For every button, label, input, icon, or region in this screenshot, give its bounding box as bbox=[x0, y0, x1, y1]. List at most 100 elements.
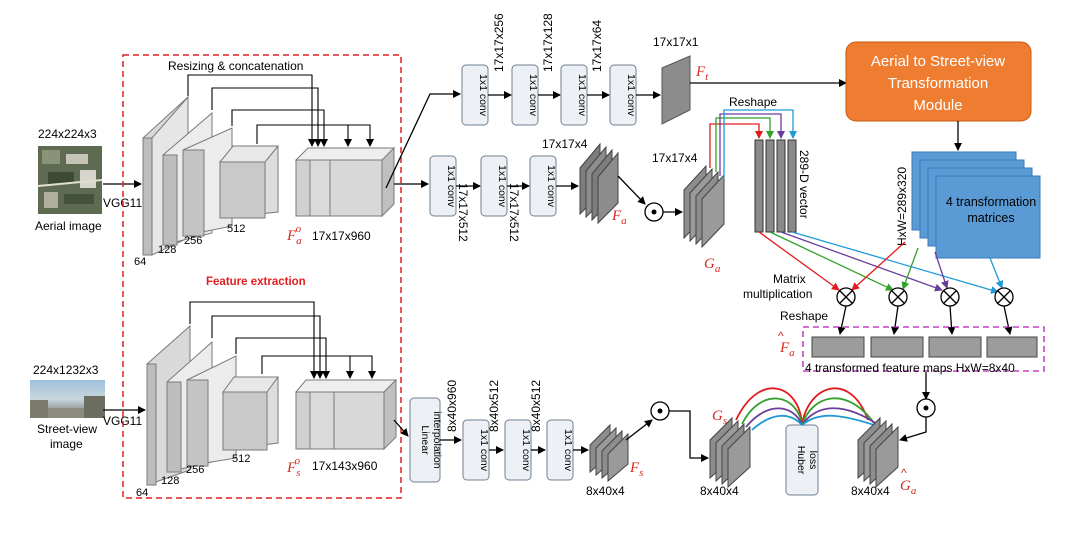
svg-text:1x1 conv: 1x1 conv bbox=[625, 74, 637, 117]
ga-hat-accent: ^ bbox=[901, 466, 907, 480]
mid-conv-2: 1x1 conv bbox=[480, 155, 508, 217]
top-output-size: 17x17x1 bbox=[653, 35, 699, 49]
multiply-icon-1 bbox=[836, 287, 856, 307]
fs-output-size: 8x40x4 bbox=[586, 484, 625, 498]
svg-text:1x1 conv: 1x1 conv bbox=[545, 165, 557, 208]
mid-size-2: 17x17x512 bbox=[507, 183, 521, 242]
ga-size: 17x17x4 bbox=[652, 151, 698, 165]
ga-stack bbox=[683, 164, 725, 249]
fa-hat-accent: ^ bbox=[778, 329, 784, 343]
street-concat-volume bbox=[294, 378, 398, 451]
dot-product-icon-bottom bbox=[650, 401, 670, 421]
vector-label: 289-D vector bbox=[797, 150, 811, 219]
aerial-image-thumbnail bbox=[37, 146, 103, 214]
matrix-mult-label-1: Matrix bbox=[773, 272, 806, 286]
aerial-concat-volume bbox=[294, 146, 396, 218]
svg-text:1x1 conv: 1x1 conv bbox=[576, 74, 588, 117]
reshape-lines bbox=[709, 109, 797, 178]
gs-stack bbox=[709, 416, 751, 489]
mid-reshape-label: Reshape bbox=[729, 95, 777, 109]
bottom-size-3: 8x40x512 bbox=[529, 380, 543, 432]
multiply-icon-2 bbox=[888, 287, 908, 307]
aerial-ch-64: 64 bbox=[134, 256, 146, 268]
svg-text:1x1 conv: 1x1 conv bbox=[562, 429, 574, 472]
aerial-ch-512: 512 bbox=[227, 223, 245, 235]
matrices-label-2: matrices bbox=[967, 211, 1014, 225]
street-ch-64: 64 bbox=[136, 487, 148, 499]
fa-symbol: Fa bbox=[611, 208, 627, 227]
svg-text:Transformation: Transformation bbox=[888, 75, 988, 92]
ga-hat-symbol: Ga bbox=[900, 478, 917, 497]
feature-extraction-title: Feature extraction bbox=[206, 276, 306, 288]
linear-interpolation-box: Linear interpolation bbox=[409, 397, 443, 483]
hw-289x320: HxW=289x320 bbox=[895, 167, 909, 246]
street-feature-symbol: Fso bbox=[286, 455, 300, 479]
street-skip-connections bbox=[189, 301, 376, 379]
ft-symbol: Ft bbox=[695, 64, 709, 83]
svg-text:Aerial to Street-view: Aerial to Street-view bbox=[871, 53, 1005, 70]
street-vgg-blocks bbox=[146, 324, 279, 486]
fs-stack bbox=[589, 423, 629, 483]
transformed-maps-label: 4 transformed feature maps HxW=8x40 bbox=[805, 361, 1015, 375]
svg-text:1x1 conv: 1x1 conv bbox=[496, 165, 508, 208]
huber-loss-box: Huber loss bbox=[785, 424, 819, 496]
bottom-size-2: 8x40x512 bbox=[487, 380, 501, 432]
street-feature-size: 17x143x960 bbox=[312, 459, 378, 473]
ga-symbol: Ga bbox=[704, 256, 721, 275]
ga-hat-stack bbox=[857, 416, 899, 489]
aerial-vgg-blocks bbox=[142, 95, 280, 256]
multiply-icon-3 bbox=[940, 287, 960, 307]
feature-extraction-frame bbox=[122, 54, 402, 499]
top-size-1: 17x17x256 bbox=[492, 13, 506, 72]
aerial-ch-256: 256 bbox=[184, 235, 202, 247]
matrices-label-1: 4 transformation bbox=[946, 195, 1036, 209]
mult-down-arrows bbox=[837, 305, 1013, 335]
ft-map bbox=[661, 55, 691, 125]
aerial-image-label: Aerial image bbox=[35, 219, 102, 233]
reshape-label-2: Reshape bbox=[780, 309, 828, 323]
mid-output-size: 17x17x4 bbox=[542, 137, 588, 151]
svg-text:1x1 conv: 1x1 conv bbox=[527, 74, 539, 117]
mid-conv-1: 1x1 conv bbox=[429, 155, 457, 217]
top-conv-1: 1x1 conv bbox=[461, 64, 489, 126]
transformation-matrices bbox=[911, 151, 1041, 259]
dot-product-icon-right bbox=[916, 398, 936, 418]
fa-hat-symbol: Fa bbox=[779, 340, 795, 359]
fa-stack bbox=[579, 142, 619, 225]
ga-hat-size: 8x40x4 bbox=[851, 484, 890, 498]
street-ch-256: 256 bbox=[186, 464, 204, 476]
multiply-icon-4 bbox=[994, 287, 1014, 307]
svg-text:1x1 conv: 1x1 conv bbox=[478, 429, 490, 472]
bottom-conv-2: 1x1 conv bbox=[504, 419, 532, 481]
mid-conv-3: 1x1 conv bbox=[529, 155, 557, 217]
fs-symbol: Fs bbox=[629, 460, 643, 479]
street-input-size: 224x1232x3 bbox=[33, 363, 99, 377]
street-ch-512: 512 bbox=[232, 453, 250, 465]
top-size-3: 17x17x64 bbox=[590, 20, 604, 72]
top-size-2: 17x17x128 bbox=[541, 13, 555, 72]
svg-text:1x1 conv: 1x1 conv bbox=[445, 165, 457, 208]
gs-symbol: Gs bbox=[712, 408, 727, 427]
aerial-input-size: 224x224x3 bbox=[38, 127, 97, 141]
mid-size-1: 17x17x512 bbox=[456, 183, 470, 242]
transformed-maps bbox=[811, 336, 1038, 358]
top-conv-2: 1x1 conv bbox=[511, 64, 539, 126]
transformation-module: Aerial to Street-view Transformation Mod… bbox=[845, 41, 1032, 122]
street-image-label-1: Street-view bbox=[37, 422, 97, 436]
svg-text:interpolation: interpolation bbox=[431, 411, 443, 468]
bottom-conv-3: 1x1 conv bbox=[546, 419, 574, 481]
svg-text:1x1 conv: 1x1 conv bbox=[477, 74, 489, 117]
top-conv-3: 1x1 conv bbox=[560, 64, 588, 126]
dot-product-icon-top bbox=[644, 202, 664, 222]
svg-text:loss: loss bbox=[807, 451, 819, 470]
svg-text:Huber: Huber bbox=[795, 446, 807, 475]
street-ch-128: 128 bbox=[161, 475, 179, 487]
svg-text:Linear: Linear bbox=[419, 425, 431, 455]
transformed-maps-frame bbox=[802, 326, 1045, 372]
huber-arcs bbox=[735, 387, 887, 431]
aerial-feature-size: 17x17x960 bbox=[312, 229, 371, 243]
aerial-feature-symbol: Fao bbox=[286, 223, 302, 247]
aerial-ch-128: 128 bbox=[158, 244, 176, 256]
street-image-thumbnail bbox=[30, 380, 105, 418]
